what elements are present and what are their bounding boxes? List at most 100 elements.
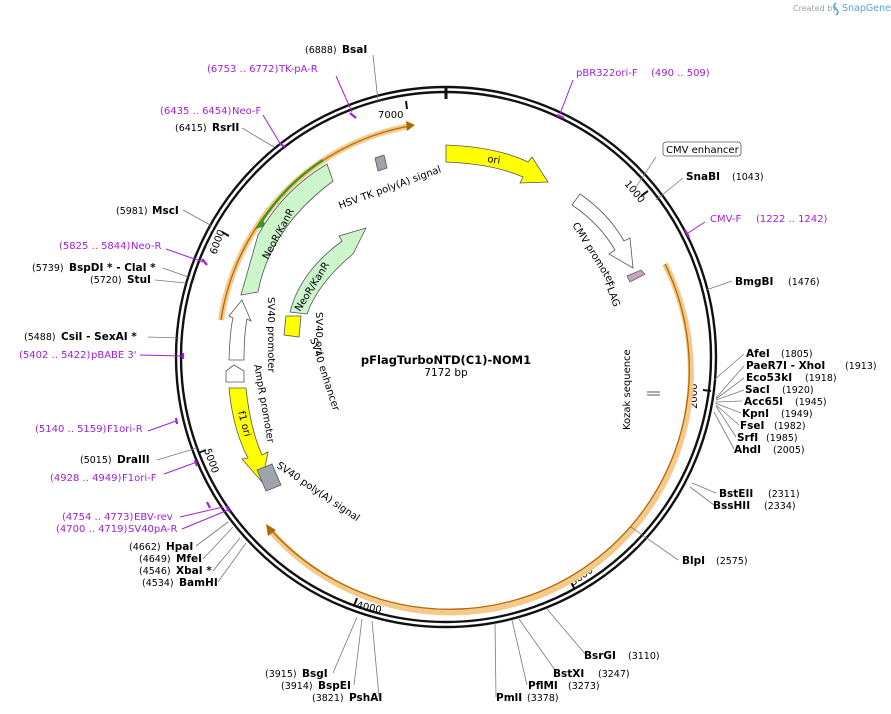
- site-pshai[interactable]: (3821)PshAI: [312, 692, 382, 704]
- sv40-ori-label: SV40 ori: [313, 312, 324, 354]
- site-bamhi[interactable]: (4534)BamHI: [142, 577, 218, 589]
- feature-neo-inner[interactable]: NeoR/KanR: [289, 227, 367, 315]
- primer-mark: [349, 112, 357, 119]
- site-pmli[interactable]: PmlI(3378): [496, 692, 559, 704]
- site-xbai[interactable]: (4546)XbaI *: [139, 565, 212, 577]
- leader-mfei: [202, 526, 234, 560]
- orf-arc-neo-head: [406, 121, 415, 131]
- site-bsrgi[interactable]: BsrGI(3110): [584, 650, 660, 662]
- leader-pshai: [371, 620, 380, 698]
- primer-leader-neo-r: [165, 248, 204, 263]
- tick-label-4000: 4000: [355, 600, 382, 616]
- site-bsteii[interactable]: BstEII(2311): [719, 488, 800, 500]
- leader-draiii: [156, 447, 198, 461]
- site-pflmi[interactable]: PflMI(3273): [528, 680, 600, 692]
- site-bsgi[interactable]: (3915)BsgI: [265, 668, 328, 680]
- site-acc65i[interactable]: Acc65I(1945): [744, 396, 827, 408]
- primer-name: Neo-R: [131, 241, 162, 252]
- site-name: PflMI: [528, 680, 558, 692]
- site-mfei[interactable]: (4649)MfeI: [139, 553, 202, 565]
- leader-bstxi: [518, 618, 558, 674]
- primer-leader-pbr322: [559, 79, 574, 115]
- primer-name: F1ori-R: [107, 424, 143, 435]
- site-blpi[interactable]: BlpI(2575): [682, 555, 748, 567]
- site-stui[interactable]: (5720) StuI: [90, 274, 151, 286]
- site-afei[interactable]: AfeI (1805): [746, 348, 813, 360]
- snapgene-logo-icon: [833, 2, 839, 16]
- feature-sv40-polya[interactable]: SV40 poly(A) signal: [256, 460, 361, 524]
- site-bsai[interactable]: (6888)BsaI: [305, 44, 367, 56]
- primer-name: CMV-F: [710, 214, 741, 225]
- primer-pbabe3[interactable]: (5402 .. 5422)pBABE 3': [19, 350, 137, 361]
- tick-7000: [405, 100, 408, 110]
- site-csii-sexai[interactable]: (5488)CsiI - SexAI *: [24, 331, 137, 343]
- leader-bsrgi: [546, 608, 587, 656]
- site-pos: (1982): [774, 421, 806, 432]
- leader-xbai: [212, 537, 241, 572]
- primer-sv40pa-r[interactable]: (4700 .. 4719)SV40pA-R: [56, 524, 177, 535]
- leader-csii: [147, 336, 180, 339]
- feature-ori[interactable]: ori: [445, 144, 549, 184]
- primer-neo-r[interactable]: (5825 .. 5844)Neo-R: [59, 241, 162, 252]
- primer-name: pBR322ori-F: [576, 68, 638, 79]
- site-ahdi[interactable]: AhdI(2005): [734, 444, 805, 456]
- site-bmgbi[interactable]: BmgBI(1476): [735, 276, 820, 288]
- site-saci[interactable]: SacI(1920): [745, 384, 814, 396]
- leader-msci: [182, 209, 213, 227]
- sv40-polya-box: [256, 463, 282, 492]
- primer-neo-f[interactable]: (6435 .. 6454)Neo-F: [160, 106, 262, 117]
- leader-bsshii: [689, 486, 715, 506]
- leader-pflmi: [511, 619, 528, 686]
- site-pos: (5720): [90, 275, 122, 286]
- site-pos: (1805): [781, 349, 813, 360]
- primer-mark: [201, 258, 208, 266]
- leader-afei: [713, 353, 745, 381]
- primer-range: (4754 .. 4773): [62, 512, 134, 523]
- site-pos: (3110): [628, 651, 660, 662]
- site-hpai[interactable]: (4662)HpaI: [129, 541, 193, 553]
- leader-bspei: [353, 618, 363, 686]
- primer-tk-pa-r[interactable]: (6753 .. 6772)TK-pA-R: [207, 64, 318, 75]
- site-bspdi-clai[interactable]: (5739)BspDI * - ClaI *: [32, 262, 156, 274]
- primer-f1ori-r[interactable]: (5140 .. 5159)F1ori-R: [35, 424, 143, 435]
- site-pos: (3247): [598, 669, 630, 680]
- primer-leader-ebv-rev: [179, 506, 224, 518]
- credit-brand: SnapGene: [842, 3, 891, 14]
- site-snabi[interactable]: SnaBI(1043): [686, 171, 764, 183]
- primer-f1ori-f[interactable]: (4928 .. 4949)F1ori-F: [50, 473, 157, 484]
- site-name: SrfI: [737, 432, 758, 444]
- site-name: StuI: [127, 274, 151, 286]
- kozak-label: Kozak sequence: [622, 349, 633, 430]
- feature-kozak[interactable]: Kozak sequence: [622, 349, 660, 430]
- primer-pbr322ori-f[interactable]: pBR322ori-F(490 .. 509): [576, 68, 710, 79]
- site-draiii[interactable]: (5015)DraIII: [80, 454, 150, 466]
- site-name: MfeI: [176, 553, 202, 565]
- feature-cmv-promoter[interactable]: CMV promoter: [569, 193, 634, 288]
- site-eco53ki[interactable]: Eco53kI(1918): [746, 372, 837, 384]
- site-rsrii[interactable]: (6415)RsrII: [175, 122, 239, 134]
- primers: (6753 .. 6772)TK-pA-R (6435 .. 6454)Neo-…: [19, 64, 828, 535]
- primer-cmv-f[interactable]: CMV-F(1222 .. 1242): [710, 214, 828, 225]
- feature-cmv-enhancer[interactable]: CMV enhancer: [635, 141, 742, 188]
- site-kpni[interactable]: KpnI(1949): [742, 408, 813, 420]
- feature-sv40-ori[interactable]: SV40 ori SV40 enhancer: [283, 312, 341, 413]
- tick-1000: [640, 190, 649, 197]
- plasmid-name: pFlagTurboNTD(C1)-NOM1: [361, 353, 531, 367]
- site-fsei[interactable]: FseI(1982): [740, 420, 806, 432]
- primer-marks: [174, 112, 690, 513]
- site-bstxi[interactable]: BstXI(3247): [553, 668, 630, 680]
- primer-name: SV40pA-R: [128, 524, 177, 535]
- site-paer7i-xhoi[interactable]: PaeR7I - XhoI(1913): [746, 360, 877, 372]
- site-srfi[interactable]: SrfI(1985): [737, 432, 798, 444]
- primer-ebv-rev[interactable]: (4754 .. 4773)EBV-rev: [62, 512, 173, 523]
- feature-hsv-tk-polya[interactable]: HSV TK poly(A) signal: [337, 154, 443, 212]
- site-bspei[interactable]: (3914)BspEI: [281, 680, 351, 692]
- site-bsshii[interactable]: BssHII(2334): [713, 500, 796, 512]
- primer-name: pBABE 3': [91, 350, 137, 361]
- site-name: BlpI: [682, 555, 705, 567]
- site-name: AfeI: [746, 348, 770, 360]
- feature-sv40-promoter[interactable]: SV40 promoter: [228, 297, 276, 373]
- primer-mark: [193, 459, 199, 467]
- primer-range: (6435 .. 6454): [160, 106, 232, 117]
- site-msci[interactable]: (5981)MscI: [116, 205, 179, 217]
